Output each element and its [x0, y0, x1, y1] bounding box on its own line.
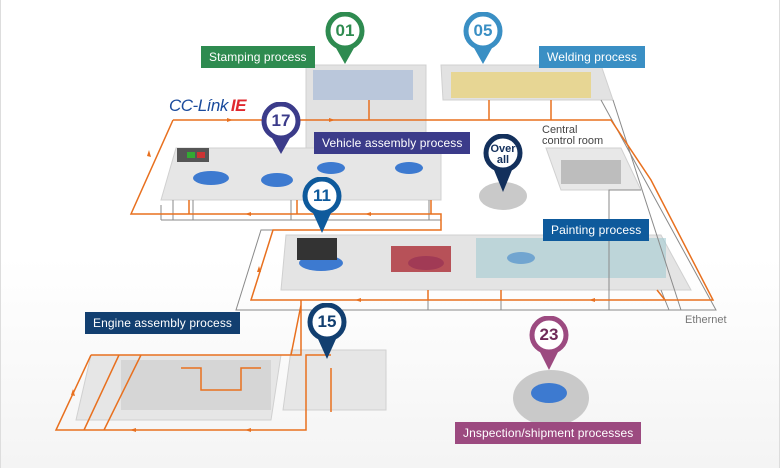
inspection-shipment-process-label[interactable]: Jnspection/shipment processes: [455, 422, 642, 444]
overall-disc: [479, 182, 527, 210]
map-pin-icon: [325, 12, 365, 64]
engine-assembly-process-label[interactable]: Engine assembly process: [85, 312, 241, 334]
control-desks: [561, 160, 621, 184]
pin-number: 17: [271, 111, 291, 130]
engine-ring: [54, 300, 331, 431]
paint-booth: [391, 246, 451, 272]
equipment: [121, 70, 666, 410]
pin-number: 23: [539, 325, 559, 344]
vehicle-assembly-pin[interactable]: 17: [258, 102, 304, 164]
welding-pin[interactable]: 05: [460, 12, 506, 74]
vehicle-assembly-process-label[interactable]: Vehicle assembly process: [314, 132, 471, 154]
upper-ring: [129, 119, 715, 301]
map-pin-icon: [463, 12, 503, 64]
welding-cells: [451, 72, 591, 98]
stamping-pin[interactable]: 01: [322, 12, 368, 74]
engine-assembly-pin[interactable]: 15: [304, 303, 350, 365]
flow-arrows: [71, 118, 595, 432]
map-pin-icon: [483, 134, 523, 192]
pin-number: 01: [335, 21, 355, 40]
stamping-process-label[interactable]: Stamping process: [201, 46, 315, 68]
welding-process-label[interactable]: Welding process: [539, 46, 645, 68]
status-light-icon: [187, 152, 195, 158]
painting-process-label[interactable]: Painting process: [543, 219, 650, 241]
control-room-line-2: control room: [542, 135, 604, 147]
map-pin-icon: [307, 303, 347, 359]
rack: [297, 238, 337, 260]
engine-robot-floor: [282, 349, 387, 411]
map-pin-icon: [302, 177, 342, 233]
pin-number: 15: [317, 312, 337, 331]
pin-number: 11: [313, 186, 331, 205]
glass-tunnel: [476, 238, 666, 278]
inspection-shipment-pin[interactable]: 23: [526, 316, 572, 378]
logo-prefix: CC-Línk: [169, 96, 228, 115]
control-room-line-1: Central: [542, 124, 578, 136]
painting-pin[interactable]: 11: [299, 177, 345, 239]
central-control-room-label: Central control room: [542, 125, 603, 147]
map-pin-icon: [261, 102, 301, 154]
pin-number: 05: [473, 21, 493, 40]
logo-suffix: IE: [230, 96, 247, 115]
status-light-icon: [197, 152, 205, 158]
stamping-press: [313, 70, 413, 100]
ethernet-label: Ethernet: [685, 314, 727, 326]
cc-link-ie-lines: [54, 100, 715, 431]
map-pin-icon: [529, 316, 569, 370]
